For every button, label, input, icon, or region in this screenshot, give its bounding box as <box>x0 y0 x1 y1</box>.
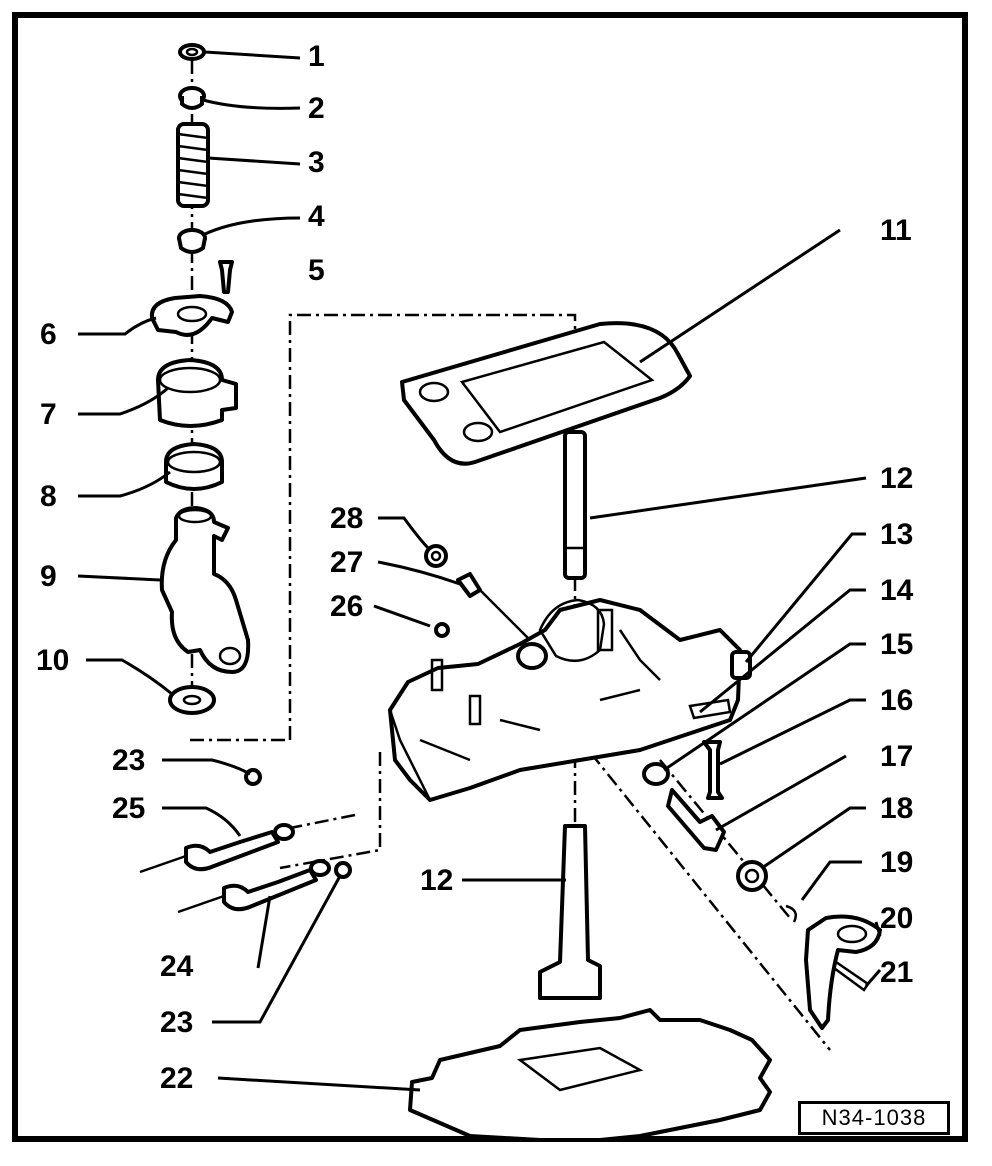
part-28-clip <box>424 544 448 568</box>
callout-3: 3 <box>308 146 325 179</box>
part-27-stub <box>516 642 548 670</box>
part-19-clip <box>785 904 797 923</box>
callout-24: 24 <box>160 950 194 983</box>
callout-28: 28 <box>330 502 363 535</box>
callout-12-upper: 12 <box>880 462 913 495</box>
callout-1: 1 <box>308 40 325 73</box>
callout-19: 19 <box>880 846 913 879</box>
callout-26: 26 <box>330 590 363 623</box>
part-22-base-plate <box>408 1008 772 1142</box>
callout-15: 15 <box>880 628 913 661</box>
callout-17: 17 <box>880 740 913 773</box>
part-25-cable-upper <box>139 823 295 874</box>
assembly-lines <box>190 60 831 1051</box>
part-23-nut-lower <box>334 861 352 879</box>
callout-14: 14 <box>880 574 914 607</box>
reference-code-label: N34-1038 <box>798 1101 950 1135</box>
callout-20: 20 <box>880 902 913 935</box>
part-18-ring <box>736 860 768 892</box>
callout-12-lower: 12 <box>420 864 453 897</box>
callout-23-upper: 23 <box>112 744 145 777</box>
part-21-screw <box>832 960 870 992</box>
callout-21: 21 <box>880 956 913 989</box>
part-5-screw <box>218 260 234 294</box>
part-11-gasket <box>400 321 692 466</box>
part-2-cap <box>178 86 206 110</box>
part-1-clip <box>178 43 206 61</box>
callout-22: 22 <box>160 1062 193 1095</box>
callout-11: 11 <box>880 214 912 247</box>
callout-13: 13 <box>880 518 913 551</box>
callout-10: 10 <box>36 644 69 677</box>
part-9-lever-housing <box>159 506 251 674</box>
part-17-shaft <box>666 788 726 852</box>
part-15-bushing <box>642 762 670 786</box>
callout-8: 8 <box>40 480 57 513</box>
callout-labels: 1 2 3 4 5 6 7 8 9 10 11 12 12 13 14 15 1… <box>36 40 914 1095</box>
part-26-nut <box>434 622 450 638</box>
part-16-bolt <box>702 740 724 800</box>
callout-7: 7 <box>40 398 57 431</box>
part-6-bracket <box>149 294 234 337</box>
leader-lines <box>77 50 882 1092</box>
part-10-washer <box>168 685 216 715</box>
part-4-seat <box>177 228 207 254</box>
part-3-spring <box>176 122 210 208</box>
part-12-shaft-upper <box>563 430 587 580</box>
main-housing <box>388 598 742 802</box>
callout-9: 9 <box>40 560 57 593</box>
part-7-sleeve <box>156 358 238 428</box>
callout-25: 25 <box>112 792 145 825</box>
callout-4: 4 <box>308 200 325 233</box>
callout-23-lower: 23 <box>160 1006 193 1039</box>
callout-6: 6 <box>40 318 57 351</box>
part-20-lever <box>804 914 882 1030</box>
part-24-cable-lower <box>177 859 331 914</box>
callout-27: 27 <box>330 546 363 579</box>
part-14-pin <box>688 698 732 720</box>
part-8-bushing <box>164 442 224 491</box>
part-27-pin <box>456 572 531 641</box>
callout-2: 2 <box>308 92 325 125</box>
callout-18: 18 <box>880 792 913 825</box>
callout-5: 5 <box>308 254 325 287</box>
part-12-shaft-lower <box>538 824 602 1000</box>
callout-16: 16 <box>880 684 913 717</box>
